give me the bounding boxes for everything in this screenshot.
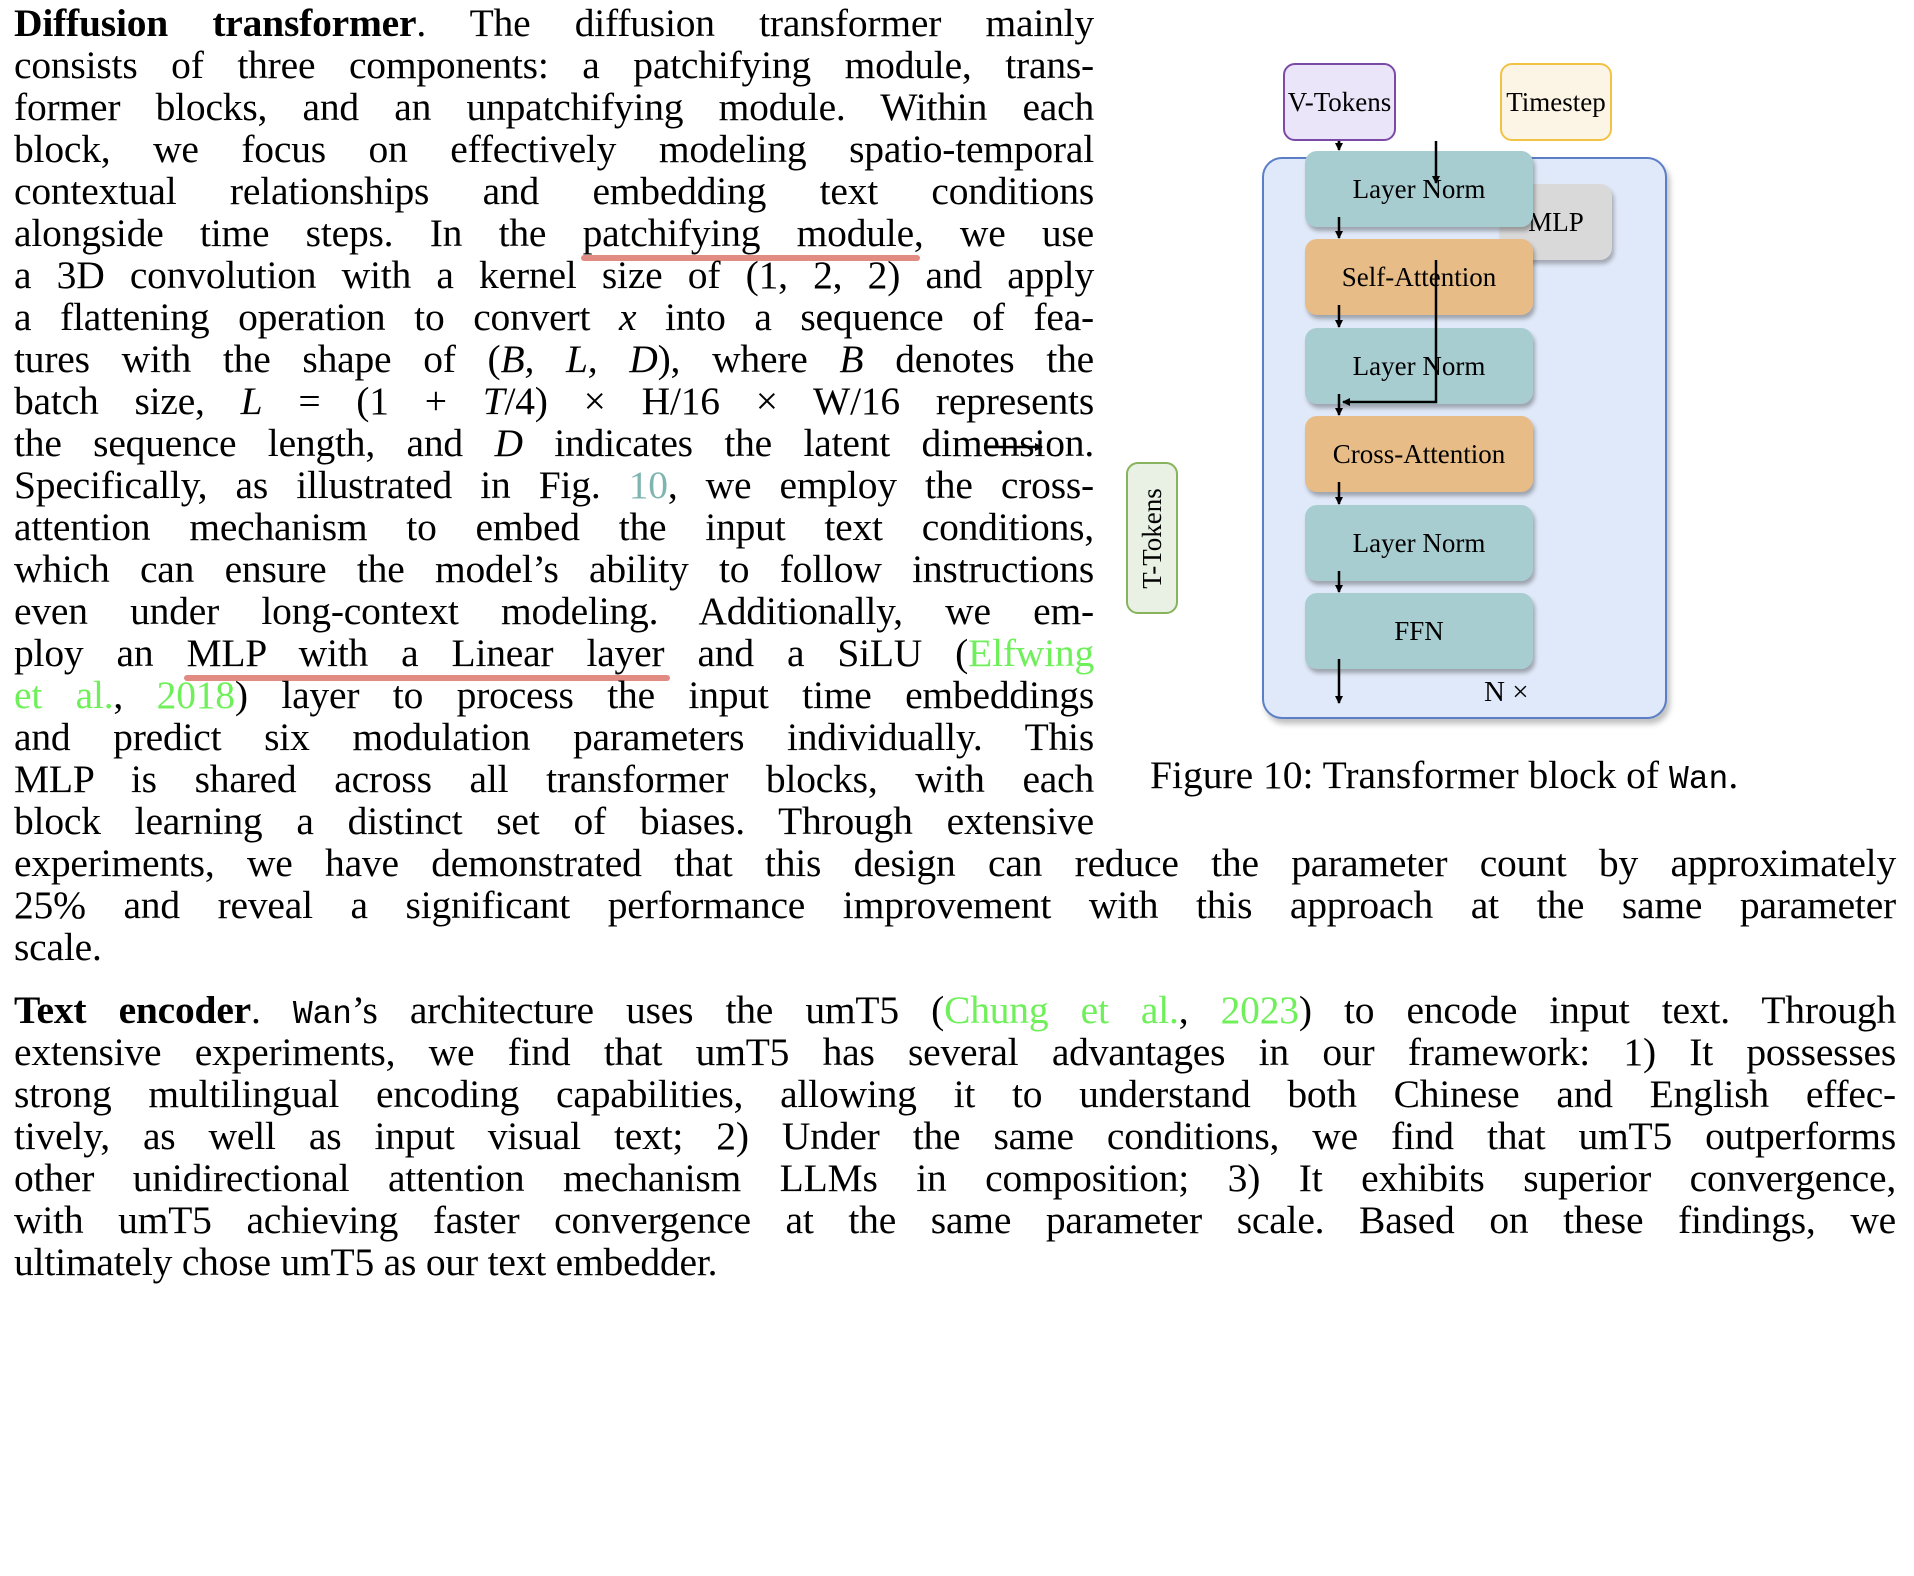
text-line: block learning a distinct set of biases.…: [14, 799, 1094, 843]
citation-link[interactable]: Elfwing: [968, 631, 1094, 675]
v-tokens-node: V-Tokens: [1283, 63, 1396, 141]
text-line: a flattening operation to convert x into…: [14, 295, 1094, 339]
section-heading: Diffusion transformer: [14, 1, 417, 45]
text-line: et al., 2018) layer to process the input…: [14, 673, 1094, 717]
text-line: ultimately chose umT5 as our text embedd…: [14, 1240, 718, 1284]
highlighted-phrase: MLP with a Linear layer: [186, 631, 665, 675]
math-symbol: B, L, D: [500, 337, 658, 381]
figure-arrows: [986, 141, 1440, 704]
text-line: MLP is shared across all transformer blo…: [14, 757, 1094, 801]
text-line: other unidirectional attention mechanism…: [14, 1156, 1896, 1200]
math-symbol: T: [482, 379, 505, 423]
text-line: ploy an MLP with a Linear layer and a Si…: [14, 631, 1094, 675]
section-heading: Text encoder: [14, 988, 251, 1032]
text-line: batch size, L = (1 + T/4) × H/16 × W/16 …: [14, 379, 1094, 423]
text-line: tures with the shape of (B, L, D), where…: [14, 337, 1094, 381]
text-line: with umT5 achieving faster convergence a…: [14, 1198, 1896, 1242]
figure-transformer-block: V-Tokens Timestep MLP T-Tokens Layer Nor…: [986, 40, 1880, 860]
self-attention-node: Self-Attention: [1305, 239, 1533, 315]
citation-link[interactable]: et al.: [14, 673, 114, 717]
repeat-n-label: N ×: [1484, 676, 1529, 708]
arrow-mlp-to-block: [1342, 260, 1438, 406]
text-line: strong multilingual encoding capabilitie…: [14, 1072, 1896, 1116]
layer-norm-3-node: Layer Norm: [1305, 505, 1533, 581]
model-name: Wan: [292, 996, 352, 1033]
t-tokens-node: T-Tokens: [1126, 462, 1178, 614]
text-line: a 3D convolution with a kernel size of (…: [14, 253, 1094, 297]
figure-caption: Figure 10: Transformer block of Wan.: [1150, 753, 1739, 798]
cross-attention-node: Cross-Attention: [1305, 416, 1533, 492]
text-line: consists of three components: a patchify…: [14, 43, 1094, 87]
text-line: which can ensure the model’s ability to …: [14, 547, 1094, 591]
text-line: tively, as well as input visual text; 2)…: [14, 1114, 1896, 1158]
timestep-node: Timestep: [1500, 63, 1612, 141]
layer-norm-1-node: Layer Norm: [1305, 151, 1533, 227]
text-line: the sequence length, and D indicates the…: [14, 421, 1094, 465]
text-line: Text encoder. Wan’s architecture uses th…: [14, 988, 1896, 1033]
layer-norm-2-node: Layer Norm: [1305, 328, 1533, 404]
text-line: alongside time steps. In the patchifying…: [14, 211, 1094, 255]
math-symbol: D: [494, 421, 523, 465]
text-line: and predict six modulation parameters in…: [14, 715, 1094, 759]
ffn-node: FFN: [1305, 593, 1533, 669]
text-line: experiments, we have demonstrated that t…: [14, 841, 1896, 885]
text-line: contextual relationships and embedding t…: [14, 169, 1094, 213]
text-line: block, we focus on effectively modeling …: [14, 127, 1094, 171]
text-line: attention mechanism to embed the input t…: [14, 505, 1094, 549]
text-line: Diffusion transformer. The diffusion tra…: [14, 1, 1094, 45]
citation-year-link[interactable]: 2018: [156, 673, 235, 717]
math-symbol: x: [618, 295, 637, 339]
citation-link[interactable]: Chung et al.: [944, 988, 1179, 1032]
text-line: even under long-context modeling. Additi…: [14, 589, 1094, 633]
figure-reference-link[interactable]: 10: [628, 463, 668, 507]
text-line: former blocks, and an unpatchifying modu…: [14, 85, 1094, 129]
citation-year-link[interactable]: 2023: [1220, 988, 1299, 1032]
text-line: extensive experiments, we find that umT5…: [14, 1030, 1896, 1074]
highlighted-phrase: patchifying module: [582, 211, 915, 255]
text-line: Specifically, as illustrated in Fig. 10,…: [14, 463, 1094, 507]
math-symbol: B: [839, 337, 864, 381]
text-line: 25% and reveal a significant performance…: [14, 883, 1896, 927]
math-symbol: L: [240, 379, 263, 423]
text-line: scale.: [14, 925, 102, 969]
